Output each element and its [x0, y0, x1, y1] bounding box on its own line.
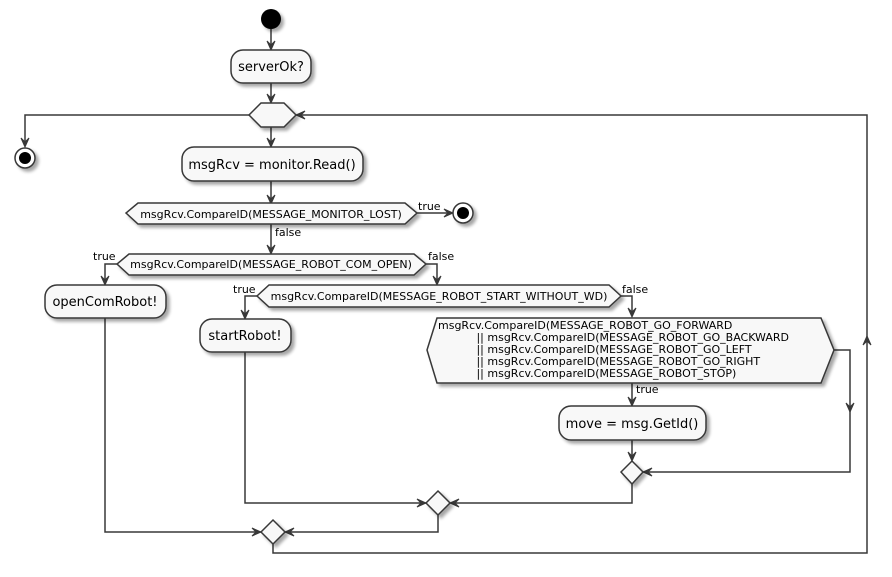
edge-merge3-merge2 — [285, 515, 439, 533]
edge-cond2-true — [104, 263, 117, 284]
merge-start — [424, 489, 452, 517]
label-read: msgRcv = monitor.Read() — [188, 158, 355, 173]
arrow-head — [432, 275, 442, 287]
edge-label-false: false — [428, 250, 454, 263]
arrow-head — [627, 396, 637, 408]
activity-server-ok — [230, 49, 312, 84]
edge-label-true: true — [418, 200, 441, 213]
activity-read — [181, 146, 364, 182]
label-cond-move-5: || msgRcv.CompareID(MESSAGE_ROBOT_STOP) — [438, 367, 736, 380]
label-cond-move-1: msgRcv.CompareID(MESSAGE_ROBOT_GO_FORWAR… — [438, 319, 732, 332]
condition-monitor-lost — [124, 202, 419, 225]
arrow-head — [266, 137, 276, 149]
arrow-head — [283, 527, 295, 537]
activity-move — [558, 405, 707, 441]
arrow-head — [266, 194, 276, 206]
edge-start-merge3 — [244, 352, 426, 504]
arrow-head — [448, 498, 460, 508]
arrow-head — [266, 244, 276, 256]
loop-hexagon — [247, 102, 298, 128]
arrow-head — [100, 275, 110, 287]
edge-label-false: false — [622, 283, 648, 296]
arrow-head — [862, 334, 872, 346]
label-start-robot: startRobot! — [208, 329, 281, 344]
condition-start-without-wd — [255, 284, 623, 308]
edge-open-merge2 — [104, 318, 261, 533]
label-cond-move-3: || msgRcv.CompareID(MESSAGE_ROBOT_GO_LEF… — [438, 343, 752, 356]
label-open-com-robot: openComRobot! — [52, 295, 157, 310]
activity-start-robot — [199, 318, 292, 353]
start-node — [261, 9, 281, 29]
arrow-head — [240, 309, 250, 321]
arrow-head — [416, 498, 428, 508]
arrow-head — [251, 527, 263, 537]
merge-move — [619, 459, 645, 486]
edge-label-false: false — [275, 226, 301, 239]
edge-cond3-false — [621, 295, 633, 316]
arrow-head — [266, 40, 276, 52]
edge-loop-back — [272, 114, 868, 554]
label-cond-start-without-wd: msgRcv.CompareID(MESSAGE_ROBOT_START_WIT… — [271, 290, 608, 303]
arrow-head — [627, 307, 637, 319]
merge-open — [259, 518, 287, 546]
arrow-head — [627, 451, 637, 463]
label-cond-move-2: || msgRcv.CompareID(MESSAGE_ROBOT_GO_BAC… — [438, 331, 789, 344]
arrow-head — [845, 402, 855, 414]
label-move: move = msg.GetId() — [566, 417, 699, 432]
condition-move — [426, 317, 835, 384]
arrow-head — [20, 137, 30, 149]
edge-merge4-merge3 — [450, 484, 633, 504]
edge-label-true: true — [233, 283, 256, 296]
edge-loop-exit — [24, 114, 249, 146]
edge-label-true: true — [93, 250, 116, 263]
arrow-head — [294, 110, 306, 120]
edge-label-true: true — [636, 383, 659, 396]
label-cond-move-4: || msgRcv.CompareID(MESSAGE_ROBOT_GO_RIG… — [438, 355, 760, 368]
label-cond-com-open: msgRcv.CompareID(MESSAGE_ROBOT_COM_OPEN) — [130, 258, 412, 271]
stop-dot — [19, 152, 31, 164]
label-cond-monitor-lost: msgRcv.CompareID(MESSAGE_MONITOR_LOST) — [140, 208, 402, 221]
condition-com-open — [115, 253, 428, 276]
arrow-head — [443, 208, 455, 218]
edge-cond3-true — [244, 295, 257, 318]
arrow-head — [266, 93, 276, 105]
activity-open-com-robot — [44, 284, 167, 319]
arrow-head — [641, 467, 653, 477]
edges — [20, 29, 872, 554]
label-server-ok: serverOk? — [238, 60, 304, 75]
edge-cond2-false — [426, 263, 438, 284]
stop-dot — [457, 207, 469, 219]
